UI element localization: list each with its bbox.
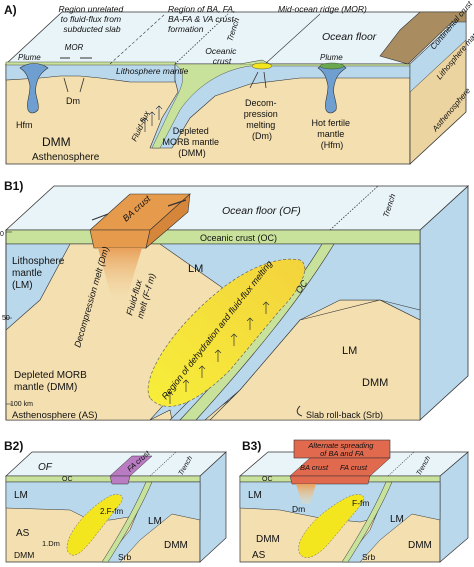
panel-a-ocean-floor: Ocean floor: [322, 31, 377, 43]
panel-b3-dm: Dm: [292, 504, 305, 514]
panel-a-decompression: Decom- pression melting (Dm): [244, 98, 281, 141]
panel-a-plume-right-label: Plume: [320, 53, 343, 62]
panel-b3-oc: OC: [262, 476, 273, 483]
panel-b1-depth-50: 50: [2, 315, 10, 322]
panel-b1-dmm: DMM: [362, 377, 388, 389]
panel-b2-srb: Srb: [118, 552, 132, 562]
panel-a-divider: [109, 13, 166, 65]
panel-b1-spread-arrow-right: [167, 199, 187, 207]
panel-b2-oc: OC: [62, 476, 73, 483]
panel-b2-as: AS: [16, 528, 30, 539]
panel-a-mor-title: Mid-ocean ridge (MOR): [278, 4, 367, 14]
panel-b3-melt: [298, 494, 364, 558]
panel-b3-dmm-left: DMM: [256, 534, 280, 545]
panel-a-region-unrelated: Region unrelated to fluid-flux from subd…: [58, 4, 125, 34]
panel-b1-slab-rollback: Slab roll-back (Srb): [306, 410, 383, 420]
panel-a-label: A): [4, 3, 17, 17]
panel-b1-dm-wedge: [98, 248, 142, 300]
panel-a-lithosphere-mantle: Lithosphere mantle: [116, 66, 189, 76]
panel-b3-lm-left: LM: [248, 490, 262, 501]
panel-a-continental-block: [379, 11, 467, 65]
panel-b2-dm: 1.Dm: [42, 539, 60, 548]
panel-b3-fa-crust: FA crust: [340, 463, 368, 472]
panel-a-side-lithosphere: [409, 11, 467, 93]
panel-a-plume-right: [317, 63, 347, 114]
panel-a-mor-small: MOR: [65, 43, 84, 52]
panel-b1-melt-region: [147, 258, 305, 407]
panel-a-depleted-morb: Depleted MORB mantle (DMM): [162, 126, 221, 158]
panel-b3-dm-wedge: [296, 484, 316, 504]
panel-b2-slab-crust: [101, 481, 153, 563]
panel-b3-lm-right: LM: [390, 514, 404, 525]
panel-b1-ba-crust-side: [145, 193, 191, 249]
panel-a-oceanic-crust: Oceanic crust: [205, 46, 239, 66]
panel-a-fluid-flux-arrows: [141, 105, 163, 132]
panel-b1-lm-top: LM: [188, 263, 203, 275]
panel-b2-of: OF: [38, 462, 53, 473]
panel-b1-dmm-region: [209, 299, 421, 421]
panel-a-dm-arrow-right: [79, 77, 85, 93]
panel-b1-trench-line: [329, 185, 379, 231]
panel-b2-oceanic-crust: [5, 475, 201, 483]
panel-b1-depth-100: 100 km: [10, 401, 33, 408]
panel-b3-trench-line: [387, 451, 415, 477]
panel-b1-depleted-morb: Depleted MORB mantle (DMM): [14, 370, 90, 393]
panel-b2-label: B2): [4, 439, 23, 453]
panel-b2-dmm-right: DMM: [164, 540, 188, 551]
panel-a-slab-crust: [151, 63, 411, 149]
panel-b2-fa-crust-front: [109, 475, 131, 485]
panel-b3-as: AS: [252, 550, 266, 561]
panel-a-region-ba: Region of BA, FA, BA-FA & VA crust forma…: [168, 4, 238, 34]
panel-b1-label: B1): [4, 179, 23, 193]
panel-b3-srb: Srb: [362, 552, 376, 562]
panel-b2-trench-line: [149, 451, 177, 477]
panel-b2-melt: [66, 494, 123, 556]
panel-a-asthenosphere: Asthenosphere: [32, 152, 100, 163]
panel-a-decompression-arrow-right: [263, 71, 267, 89]
panel-a-plume-left: [19, 63, 49, 114]
panel-a-ridge-axis: [264, 13, 321, 65]
panel-b3-f-fm: F-fm: [352, 498, 369, 508]
panel-a-hfm-left: Hfm: [16, 120, 33, 130]
panel-b2-lm-left: LM: [14, 490, 28, 501]
panel-a-dm: Dm: [66, 96, 80, 106]
panel-b1-oceanic-crust: Oceanic crust (OC): [200, 233, 277, 243]
panel-b1-lm-mid: LM: [342, 345, 357, 357]
panel-b2-lm-right: LM: [148, 516, 162, 527]
panel-b1-rollback-arrow: [296, 405, 303, 417]
panel-b1-ba-crust-front: [89, 229, 151, 249]
panel-b1-asthenosphere: Asthenosphere (AS): [12, 410, 98, 421]
panel-b3-ba-crust: BA crust: [300, 463, 329, 472]
panel-b3-alternate: Alternate spreading of BA and FA: [307, 441, 375, 458]
panel-b2-dmm-bottom: DMM: [14, 550, 34, 560]
panel-b3-slab-crust: [341, 481, 393, 563]
panel-b2-f-fm: 2.F-fm: [100, 507, 123, 516]
panel-a-dmm: DMM: [42, 135, 71, 149]
panel-a-decompression-arrow-left: [249, 71, 259, 89]
panel-b2: B2) OF FA crust Trench OC LM LM 2.F-fm 1…: [4, 439, 227, 563]
panel-a-dm-arrow-left: [63, 77, 69, 93]
panel-a: A) Region unrelated to fluid-flux from s…: [4, 0, 474, 165]
panel-b1-lithosphere-mantle: Lithosphere mantle (LM): [12, 256, 67, 291]
panel-b3-label: B3): [242, 439, 261, 453]
panel-b3-crust-front: [289, 475, 371, 485]
panel-a-hot-fertile: Hot fertile mantle (Hfm): [311, 118, 352, 150]
panel-b1-spread-arrow-left: [91, 213, 109, 221]
panel-a-plume-left-label: Plume: [18, 53, 41, 62]
panel-b1: B1) BA crust Ocean floor (OF) Trench Oce…: [0, 179, 470, 421]
panel-b3-dmm-right: DMM: [408, 540, 432, 551]
panel-a-ridge-melt: [251, 62, 273, 70]
panel-b3: B3) Alternate spreading of BA and FA BA …: [239, 439, 469, 563]
panel-b1-melt-arrows: [166, 301, 270, 404]
panel-b1-ocean-floor: Ocean floor (OF): [222, 205, 301, 217]
panel-b1-depth-0: 0: [0, 231, 4, 238]
panel-a-plume-melt: [319, 62, 345, 70]
panel-a-trench-line: [174, 13, 229, 65]
